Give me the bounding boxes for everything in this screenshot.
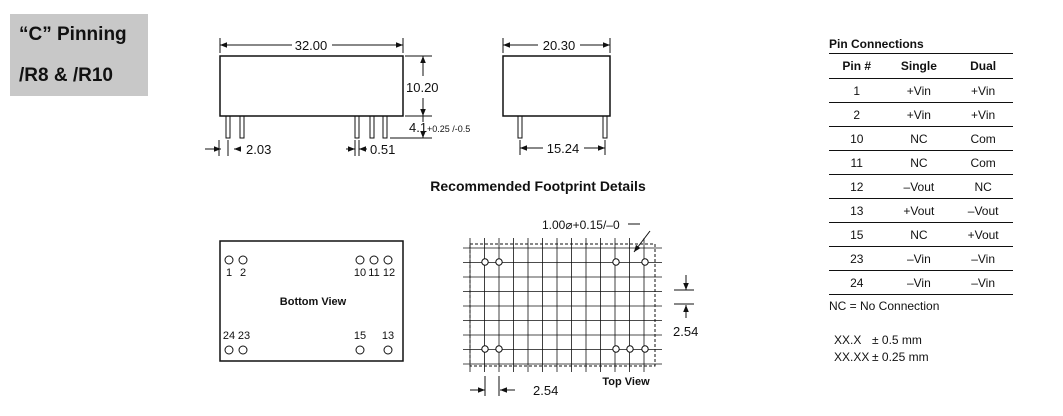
pin-cell-single: +Vout [884, 198, 954, 223]
end-view-pin-left [517, 115, 523, 139]
column-header: Pin # [829, 54, 885, 79]
pin-cell-single: NC [884, 150, 954, 175]
bottom-view-pin-holes [224, 255, 393, 355]
dim-pin-length: 4.1 [409, 120, 427, 135]
pin-cell-pin: 15 [829, 222, 885, 247]
pin-cell-single: –Vin [884, 270, 954, 295]
mechanical-drawing: 32.00 10.20 4.1 +0.25 /-0.5 2.03 0.51 20… [205, 38, 698, 398]
dim-pin-width: 0.51 [370, 142, 395, 157]
pin-cell-dual: –Vin [953, 246, 1013, 271]
tolerance-row: XX.XX± 0.25 mm [834, 349, 929, 366]
title-tag: “C” Pinning /R8 & /R10 [10, 14, 148, 96]
top-view-label: Top View [602, 376, 650, 388]
dim-length: 32.00 [295, 38, 328, 53]
pin-cell-dual: +Vout [953, 222, 1013, 247]
dim-offset: 2.03 [246, 142, 271, 157]
pin-cell-dual: Com [953, 126, 1013, 151]
bottom-view-pin-numbers: 1 2 10 11 12 24 23 15 13 [223, 267, 395, 342]
dim-height: 10.20 [406, 80, 439, 95]
bottom-view-label: Bottom View [280, 296, 347, 308]
pin-number: 1 [226, 267, 232, 279]
pin-number: 2 [240, 267, 246, 279]
pin-table-row: 1+Vin+Vin [829, 78, 1013, 103]
pin-cell-dual: NC [953, 174, 1013, 199]
footprint-title: Recommended Footprint Details [430, 178, 646, 194]
end-view-pin-right [602, 115, 608, 139]
column-header: Single [884, 54, 954, 79]
pin-cell-pin: 11 [829, 150, 885, 175]
pin-cell-pin: 12 [829, 174, 885, 199]
pin-cell-pin: 1 [829, 78, 885, 103]
pin-cell-single: –Vin [884, 246, 954, 271]
pin-cell-dual: –Vout [953, 198, 1013, 223]
pitch-vertical-label: 2.54 [673, 324, 698, 339]
pin-cell-pin: 24 [829, 270, 885, 295]
pin-cell-pin: 23 [829, 246, 885, 271]
dim-pin-spacing: 15.24 [547, 141, 580, 156]
pin-number: 10 [354, 267, 366, 279]
pin-number: 12 [383, 267, 395, 279]
pin-table-title: Pin Connections [829, 36, 1013, 54]
pin-number: 13 [382, 330, 394, 342]
title-line-2: /R8 & /R10 [19, 65, 113, 86]
end-view-body [502, 55, 611, 117]
column-header: Dual [953, 54, 1013, 79]
tolerance-notes: XX.X ± 0.5 mm XX.XX± 0.25 mm [834, 332, 929, 366]
tolerance-format: XX.XX [834, 350, 870, 364]
tolerance-format: XX.X [834, 333, 862, 347]
pin-cell-pin: 2 [829, 102, 885, 127]
tolerance-row: XX.X ± 0.5 mm [834, 332, 929, 349]
tolerance-value: ± 0.5 mm [872, 333, 922, 347]
title-line-1: “C” Pinning [19, 24, 127, 45]
tolerance-value: ± 0.25 mm [872, 350, 929, 364]
pin-cell-dual: +Vin [953, 102, 1013, 127]
pin-table-row: 23–Vin–Vin [829, 246, 1013, 271]
pin-cell-single: +Vin [884, 78, 954, 103]
side-view-body [219, 55, 404, 117]
footprint-outline [469, 243, 656, 367]
pin-number: 24 [223, 330, 235, 342]
pin-cell-single: +Vin [884, 102, 954, 127]
pin-number: 11 [368, 267, 379, 279]
dim-pin-tolerance: +0.25 /-0.5 [427, 124, 470, 134]
pin-cell-dual: Com [953, 150, 1013, 175]
dim-depth: 20.30 [543, 38, 576, 53]
pitch-horizontal-label: 2.54 [533, 383, 558, 398]
pin-table-row: 13+Vout–Vout [829, 198, 1013, 223]
pin-cell-dual: +Vin [953, 78, 1013, 103]
pin-table-header-row: Pin # Single Dual [829, 54, 1013, 79]
side-view-pins [225, 115, 388, 139]
pin-number: 15 [354, 330, 366, 342]
pin-cell-single: NC [884, 126, 954, 151]
pin-connections-table: Pin Connections Pin # Single Dual 1+Vin+… [829, 36, 1013, 313]
footprint-holes [481, 258, 649, 353]
pin-table-row: 24–Vin–Vin [829, 270, 1013, 295]
hole-size-label: 1.00⌀+0.15/–0 [542, 218, 620, 232]
pin-cell-pin: 10 [829, 126, 885, 151]
pin-cell-pin: 13 [829, 198, 885, 223]
pin-cell-single: NC [884, 222, 954, 247]
pin-cell-single: –Vout [884, 174, 954, 199]
bottom-view-body [219, 240, 404, 362]
pin-cell-dual: –Vin [953, 270, 1013, 295]
pin-number: 23 [238, 330, 250, 342]
nc-note: NC = No Connection [829, 299, 940, 313]
pin-table-row: 2+Vin+Vin [829, 102, 1013, 127]
